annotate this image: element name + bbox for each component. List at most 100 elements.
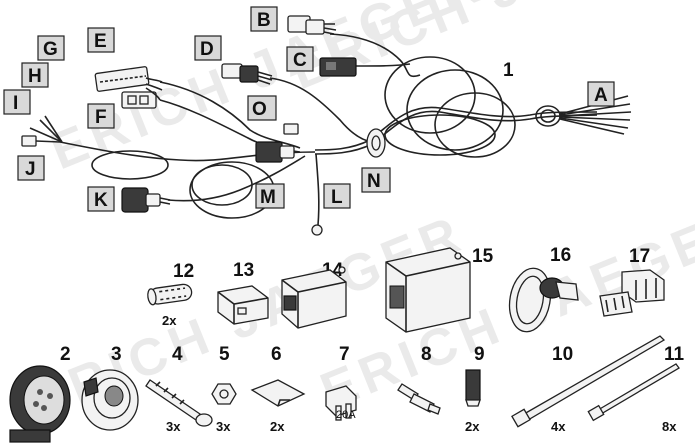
connector-c bbox=[319, 57, 357, 77]
part-12-icon bbox=[147, 283, 193, 306]
part-13-icon bbox=[217, 285, 269, 325]
part-11: 11 8x bbox=[587, 344, 685, 434]
connector-k bbox=[121, 187, 171, 213]
label-k: K bbox=[87, 186, 115, 212]
harness-coil-4 bbox=[384, 114, 496, 156]
svg-text:M: M bbox=[260, 187, 276, 208]
svg-text:H: H bbox=[28, 66, 42, 87]
part-6-number: 6 bbox=[271, 344, 282, 365]
part-7-icon bbox=[325, 385, 357, 421]
svg-text:B: B bbox=[257, 10, 271, 31]
svg-text:G: G bbox=[43, 39, 58, 60]
part-2-number: 2 bbox=[60, 344, 71, 365]
part-8-number: 8 bbox=[421, 344, 432, 365]
connector-d bbox=[221, 63, 273, 85]
part-3-number: 3 bbox=[111, 344, 122, 365]
part-4: 4 3x bbox=[145, 344, 213, 434]
watermark: ERICH JAEGER ERICH JAEGER ERICH JAEGER E… bbox=[23, 0, 695, 431]
branch-b bbox=[329, 33, 421, 78]
harness-trunk-2 bbox=[314, 110, 598, 155]
harness-ring-a-inner bbox=[540, 109, 556, 123]
svg-text:F: F bbox=[95, 107, 107, 128]
wire-fan-e bbox=[145, 77, 163, 101]
part-2: 2 bbox=[9, 344, 71, 443]
label-g: G bbox=[37, 35, 65, 61]
part-6: 6 2x bbox=[250, 344, 306, 434]
svg-text:N: N bbox=[367, 171, 381, 192]
svg-text:K: K bbox=[94, 190, 108, 211]
part-16: 16 bbox=[508, 245, 579, 333]
svg-text:D: D bbox=[200, 39, 214, 60]
label-j: J bbox=[17, 155, 45, 181]
label-m: M bbox=[255, 183, 285, 209]
part-8: 8 bbox=[397, 344, 441, 415]
part-13-number: 13 bbox=[233, 260, 254, 281]
part-12: 12 2x bbox=[147, 261, 194, 328]
part-17-icon bbox=[599, 269, 665, 317]
connector-f bbox=[121, 91, 157, 109]
branch-c bbox=[354, 63, 411, 67]
part-11-icon bbox=[587, 363, 680, 422]
label-e: E bbox=[87, 27, 115, 53]
label-b: B bbox=[250, 6, 278, 32]
part-2-icon bbox=[9, 365, 71, 443]
part-10-qty: 4x bbox=[551, 419, 566, 434]
part-5: 5 3x bbox=[211, 344, 237, 434]
grommet-n bbox=[366, 128, 386, 158]
connector-o bbox=[255, 123, 299, 163]
part-3: 3 bbox=[81, 344, 139, 431]
part-9-icon bbox=[465, 369, 481, 407]
part-7-rating: 20A bbox=[336, 409, 356, 421]
part-9-number: 9 bbox=[474, 344, 485, 365]
branch-e bbox=[159, 81, 301, 149]
connector-j bbox=[21, 135, 61, 147]
part-15-icon bbox=[385, 247, 471, 333]
part-15-number: 15 bbox=[472, 246, 494, 267]
part-7: 7 20A bbox=[325, 344, 357, 421]
ground-wire-l bbox=[315, 153, 320, 226]
part-4-number: 4 bbox=[172, 344, 183, 365]
part-10-number: 10 bbox=[552, 344, 573, 365]
harness-coil-2 bbox=[406, 69, 504, 151]
harness-number: 1 bbox=[503, 60, 514, 81]
branch-d bbox=[269, 77, 373, 143]
branch-k bbox=[167, 155, 306, 202]
svg-text:A: A bbox=[594, 85, 608, 106]
part-6-qty: 2x bbox=[270, 419, 285, 434]
harness-coil-1 bbox=[384, 56, 476, 134]
label-l: L bbox=[323, 183, 351, 209]
part-4-qty: 3x bbox=[166, 419, 181, 434]
svg-text:L: L bbox=[331, 187, 343, 208]
wire-fan-a bbox=[559, 95, 632, 135]
svg-text:C: C bbox=[293, 50, 307, 71]
connector-b bbox=[287, 15, 337, 35]
label-h: H bbox=[21, 62, 49, 88]
connector-e bbox=[94, 66, 150, 92]
label-d: D bbox=[194, 35, 222, 61]
label-a: A bbox=[587, 81, 615, 107]
harness-coil-m-1 bbox=[91, 150, 169, 180]
part-9-qty: 2x bbox=[465, 419, 480, 434]
svg-text:O: O bbox=[252, 99, 267, 120]
part-11-number: 11 bbox=[664, 344, 685, 365]
part-5-icon bbox=[211, 383, 237, 405]
part-5-qty: 3x bbox=[216, 419, 231, 434]
label-o: O bbox=[247, 95, 277, 121]
part-12-number: 12 bbox=[173, 261, 194, 282]
part-6-icon bbox=[250, 379, 306, 407]
ground-ring-l bbox=[311, 224, 323, 236]
wiring-harness bbox=[21, 15, 632, 236]
part-5-number: 5 bbox=[219, 344, 230, 365]
label-i: I bbox=[3, 89, 31, 115]
harness-coil-3 bbox=[434, 92, 516, 158]
part-13: 13 bbox=[217, 260, 269, 325]
part-15: 15 bbox=[385, 246, 494, 333]
part-10-icon bbox=[511, 335, 666, 428]
part-17: 17 bbox=[599, 246, 665, 317]
part-17-number: 17 bbox=[629, 246, 650, 267]
label-c: C bbox=[286, 46, 314, 72]
label-f: F bbox=[87, 103, 115, 129]
part-3-icon bbox=[81, 369, 139, 431]
part-12-qty: 2x bbox=[162, 313, 177, 328]
